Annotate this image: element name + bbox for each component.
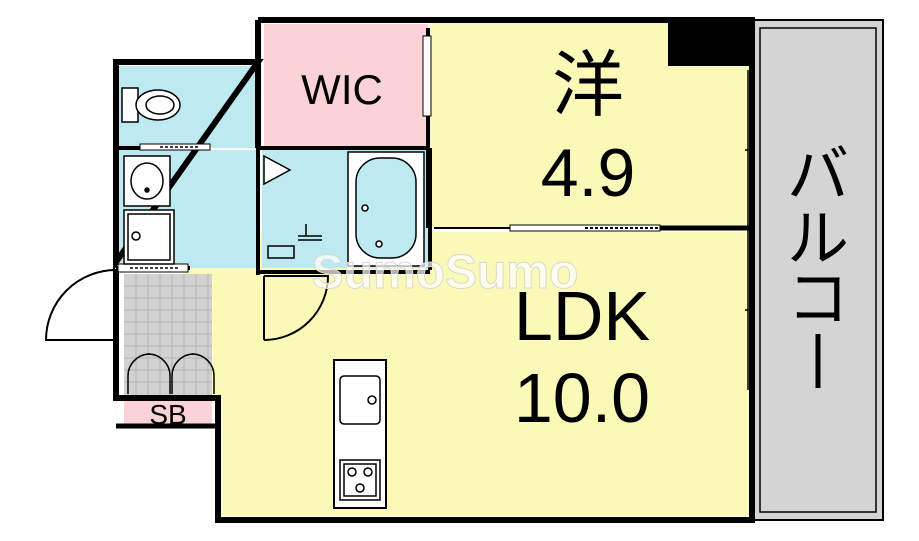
ldk-room-size: 10.0 [514,359,650,437]
stove-icon [339,459,381,501]
sliding-door-western [509,224,661,232]
hall-door [263,275,330,341]
western-room-name: 洋 [552,46,624,126]
bathroom-door [263,154,292,186]
balcony-char-2: ル [787,205,849,274]
shoe-closet-doors [124,353,215,397]
bathtub-icon [347,151,425,267]
shower-faucet-icon [267,224,322,259]
entrance-door [44,269,117,341]
balcony-char-4: ー [817,378,819,381]
washroom-door [117,263,189,273]
balcony-label: バ ル コ ー [787,141,849,388]
wic-sliding-door [422,35,432,117]
wic-room [264,24,428,146]
balcony-area [752,19,884,521]
balcony-char-3: コ [787,265,849,334]
balcony-char-1: バ [787,141,849,210]
toilet-icon [121,87,181,123]
western-room-size: 4.9 [541,135,636,211]
wic-label: WIC [301,66,383,113]
toilet-door [139,143,211,151]
entrance-floor [124,274,212,396]
shoe-box-sb [124,398,212,426]
watermark-text: SumoSumo [312,246,579,299]
kitchen-sink-icon [339,375,381,425]
wash-basin-icon [123,155,171,207]
ldk-room-name: LDK [514,277,650,355]
ldk-room [222,232,752,516]
sb-label: SB [149,399,186,430]
washing-machine-pan-icon [123,209,175,265]
structural-column [668,22,752,66]
balcony-window [745,70,752,390]
